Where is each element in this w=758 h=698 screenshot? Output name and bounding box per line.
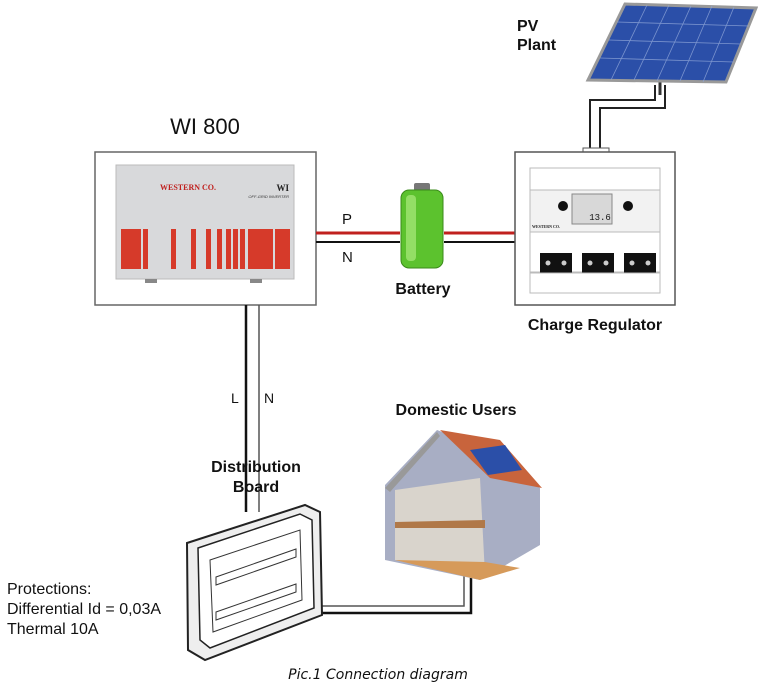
pv-plant-label-1: PV bbox=[517, 18, 539, 35]
line-wire-label: L bbox=[231, 390, 239, 406]
protections-title: Protections: bbox=[7, 581, 92, 598]
protections-differential: Differential Id = 0,03A bbox=[7, 601, 162, 618]
inverter-subtitle: OFF-GRID INVERTER bbox=[248, 194, 289, 199]
ac-wires bbox=[244, 305, 473, 615]
positive-wire-label: P bbox=[342, 211, 353, 228]
negative-wire-label: N bbox=[342, 249, 353, 266]
protections-thermal: Thermal 10A bbox=[7, 621, 99, 638]
inverter-red-bars bbox=[121, 229, 290, 269]
dc-wires bbox=[316, 231, 515, 243]
inverter-title: WI 800 bbox=[170, 114, 240, 139]
distribution-board-label-2: Board bbox=[232, 479, 280, 496]
distribution-board-label-1: Distribution bbox=[211, 459, 301, 476]
figure-caption: Pic.1 Connection diagram bbox=[288, 667, 468, 683]
pv-panel bbox=[582, 2, 758, 155]
regulator-display: 13.6 bbox=[589, 213, 611, 223]
charge-regulator bbox=[514, 151, 676, 306]
house-icon bbox=[385, 430, 542, 580]
domestic-users-label: Domestic Users bbox=[395, 402, 517, 419]
battery-icon bbox=[400, 183, 444, 269]
charge-regulator-label: Charge Regulator bbox=[527, 317, 663, 334]
battery-label: Battery bbox=[395, 281, 451, 298]
neutral-wire-label: N bbox=[264, 390, 275, 406]
protections-note: Protections: Differential Id = 0,03A The… bbox=[7, 580, 161, 640]
distribution-board bbox=[185, 503, 324, 662]
regulator-brand: WESTERN CO. bbox=[532, 224, 560, 229]
pv-plant-label-2: Plant bbox=[517, 37, 557, 54]
inverter bbox=[94, 151, 317, 306]
inverter-brand: WESTERN CO. bbox=[160, 183, 216, 192]
inverter-model: WI bbox=[276, 183, 289, 193]
